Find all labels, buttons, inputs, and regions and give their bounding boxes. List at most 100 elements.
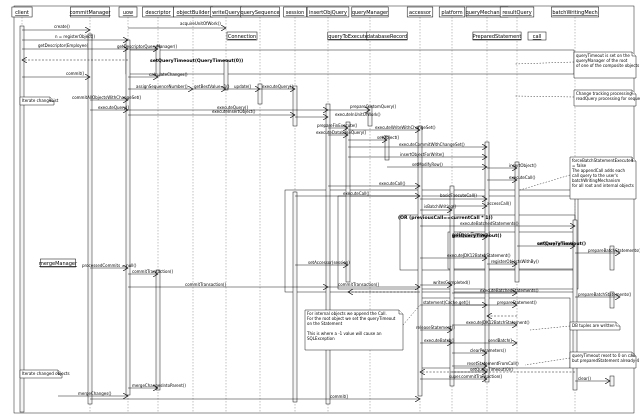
object-label: Connection: [228, 34, 256, 40]
message-label: insertObject(): [509, 163, 537, 168]
participant-label-querySequence: querySequence: [240, 10, 279, 16]
message-label: commitTransaction(): [338, 282, 380, 287]
message-label: executeInsertObject(): [212, 109, 256, 114]
message-label: insertObjectForWrite(): [400, 152, 445, 157]
message-label: isBatchWriting(): [424, 204, 457, 209]
activation-bar: [125, 39, 131, 396]
note-connector: [402, 304, 421, 326]
activation-bar: [514, 161, 520, 283]
note-fold: [631, 157, 636, 162]
message-label: executeBatchedStatements(): [460, 221, 519, 226]
message-label: mergeChangesIntoParent(): [132, 383, 186, 388]
message-label: sendBatch(): [488, 338, 513, 343]
activation-bar: [325, 103, 331, 405]
participant-box-resultQuery: [499, 6, 535, 18]
activation-bar: [292, 191, 298, 403]
note-text: DB tuples are written: [572, 323, 615, 328]
message-label: executeCall(): [343, 191, 370, 196]
note-text: SQLException: [307, 336, 335, 341]
note-text: For internal objects we append the Call.: [307, 311, 387, 316]
participant-box-queryManager: [351, 6, 389, 18]
note-text: Iterate changed objects: [22, 371, 70, 376]
activation-bar: [609, 291, 615, 309]
participant-label-batchWriting: batchWritingMech: [552, 10, 597, 16]
note-text: queryTimeout reset to 0 on call: [572, 353, 635, 358]
message-label: setModifyRow(): [412, 162, 443, 167]
message-label: clearParameters(): [470, 348, 506, 353]
message-label: getQueryTimeout(): [452, 232, 491, 237]
note-text: = false: [572, 163, 587, 168]
message-label: executeQuery(): [262, 84, 294, 89]
note-fold: [631, 52, 636, 57]
message-label: mergeChanges(): [78, 391, 112, 396]
note-fold: [398, 310, 403, 315]
message-label: writesCompleted(): [433, 280, 471, 285]
message-label: acquireUnitOfWork(): [180, 21, 221, 26]
participant-box-querySequence: [240, 6, 280, 18]
note-text: readQuery processing for sequence #: [576, 96, 640, 101]
message-label: commitAllObjectsWithChangeSet(): [72, 95, 142, 100]
message-label: commit(): [66, 71, 85, 76]
participant-box-session: [283, 6, 307, 18]
activation-bar: [87, 33, 93, 405]
note-box: [569, 321, 621, 331]
message-label: resetStatementFromCall(): [467, 361, 519, 366]
note-connector: [529, 325, 571, 331]
note-text: for all root and internal objects: [572, 183, 634, 188]
message-label: setObject(): [377, 135, 400, 140]
participant-label-accessor: accessor: [409, 10, 432, 16]
message-label: executeQuery(): [217, 105, 249, 110]
activation-bar: [609, 245, 615, 271]
message-label: prepareCustomQuery(): [350, 104, 397, 109]
message-label: executeCall(): [509, 175, 536, 180]
message-label: commitTransaction(): [132, 269, 174, 274]
note-fold: [615, 322, 620, 327]
activation-bar: [257, 83, 263, 105]
object-box: [226, 31, 258, 41]
message-label: setAccessor(session): [308, 260, 350, 265]
message-label: create(): [54, 24, 70, 29]
participant-label-commitmanager: commitManager: [70, 10, 112, 16]
activation-bar: [155, 269, 161, 391]
message-label: prepareBatchStatements(): [588, 248, 640, 253]
message-label: executeCommitWithChangeSet(): [399, 142, 465, 147]
note-text: For the root object we set the queryTime…: [307, 316, 396, 321]
highlight-label: setQueryTimeout(): [537, 241, 586, 247]
participant-box-batchWriting: [551, 6, 599, 18]
participant-box-accessor: [406, 6, 434, 18]
note-box: [569, 351, 637, 369]
participant-label-descriptor: descriptor: [145, 10, 171, 16]
message-label: executeWriteWithChangeSet(): [375, 125, 436, 130]
participant-label-writeQuery: writeQuery: [212, 10, 240, 16]
note-text: This is where a -1 value will cause an: [306, 331, 382, 336]
message-label: executeDatabaseQuery(): [316, 130, 367, 135]
participant-label-client: client: [15, 10, 29, 16]
highlight-label: getQueryTimeout(): [452, 233, 502, 239]
participant-box-client: [11, 6, 33, 18]
object-label: PreparedStatement: [473, 34, 522, 40]
participant-box-commitmanager: [70, 6, 110, 18]
note-fold: [57, 370, 62, 375]
note-text: batchWritingMechanism: [572, 178, 620, 183]
message-label: update(): [234, 84, 252, 89]
note-text: forceBatchStatementExecuted: [572, 158, 634, 163]
message-label: calculateChanges(): [149, 72, 188, 77]
note-text: queryTimeout is set on the: [576, 53, 630, 58]
activation-bar: [292, 85, 298, 127]
object-box: [472, 31, 522, 41]
note-box: [19, 369, 63, 379]
message-label: setQueryTimeout(0)(): [470, 367, 514, 372]
message-label: prepareStatement(): [497, 300, 537, 305]
participant-label-objectbuilder: objectBuilder: [176, 10, 210, 16]
activation-bar: [19, 25, 25, 413]
message-label: getDescriptor(Employee): [38, 43, 89, 48]
participant-label-uow: uow: [123, 10, 133, 16]
message-label: clear(): [578, 376, 591, 381]
message-label: executeJDK12BatchStatement(): [466, 320, 530, 325]
participant-label-session: session: [286, 10, 305, 16]
message-label: executeBatchedStatements(): [480, 288, 539, 293]
message-label: prepareBatchStatements(): [578, 292, 632, 297]
participant-box-platform: [438, 6, 466, 18]
